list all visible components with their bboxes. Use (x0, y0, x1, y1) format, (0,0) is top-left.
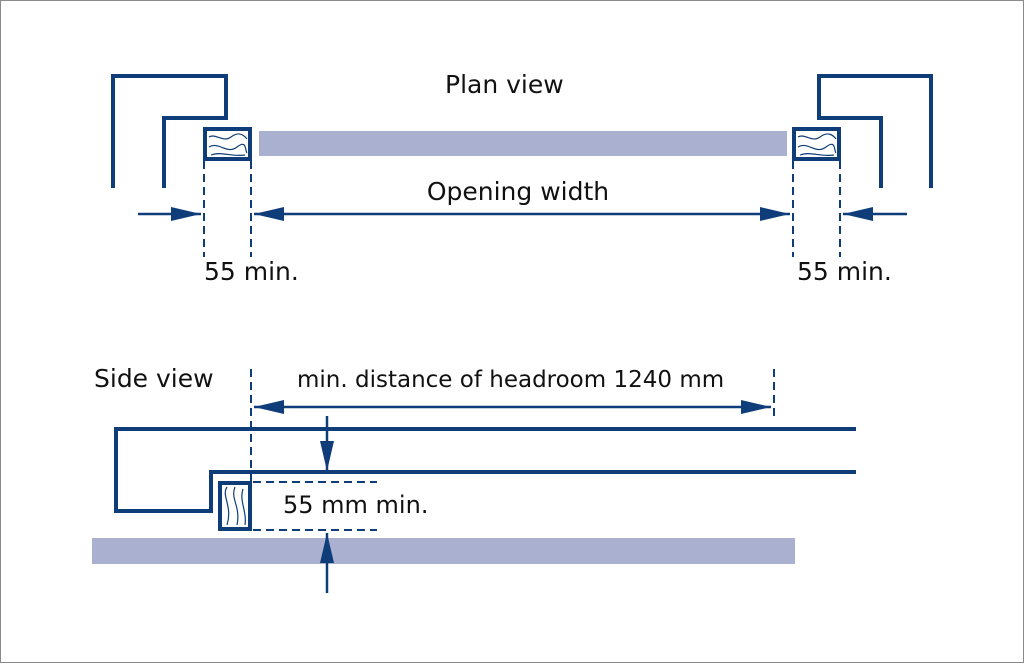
left-min-label: 55 min. (204, 257, 299, 286)
left-wood-block (203, 127, 252, 161)
side-frame (114, 427, 856, 513)
headroom-label: min. distance of headroom 1240 mm (297, 367, 724, 393)
side-view-title: Side view (94, 364, 214, 393)
right-frame (817, 74, 933, 188)
right-wood-block (792, 127, 841, 161)
left-frame (111, 74, 228, 188)
side-door-leaf (92, 538, 795, 564)
right-min-label: 55 min. (797, 257, 892, 286)
opening-width-label: Opening width (427, 177, 609, 206)
plan-view-title: Plan view (445, 70, 564, 99)
plan-door-leaf (259, 131, 787, 156)
clearance-label: 55 mm min. (283, 491, 428, 519)
plan-dimension-guides (203, 161, 841, 257)
side-wood-block (218, 481, 252, 531)
side-dimension-guides (250, 369, 775, 531)
